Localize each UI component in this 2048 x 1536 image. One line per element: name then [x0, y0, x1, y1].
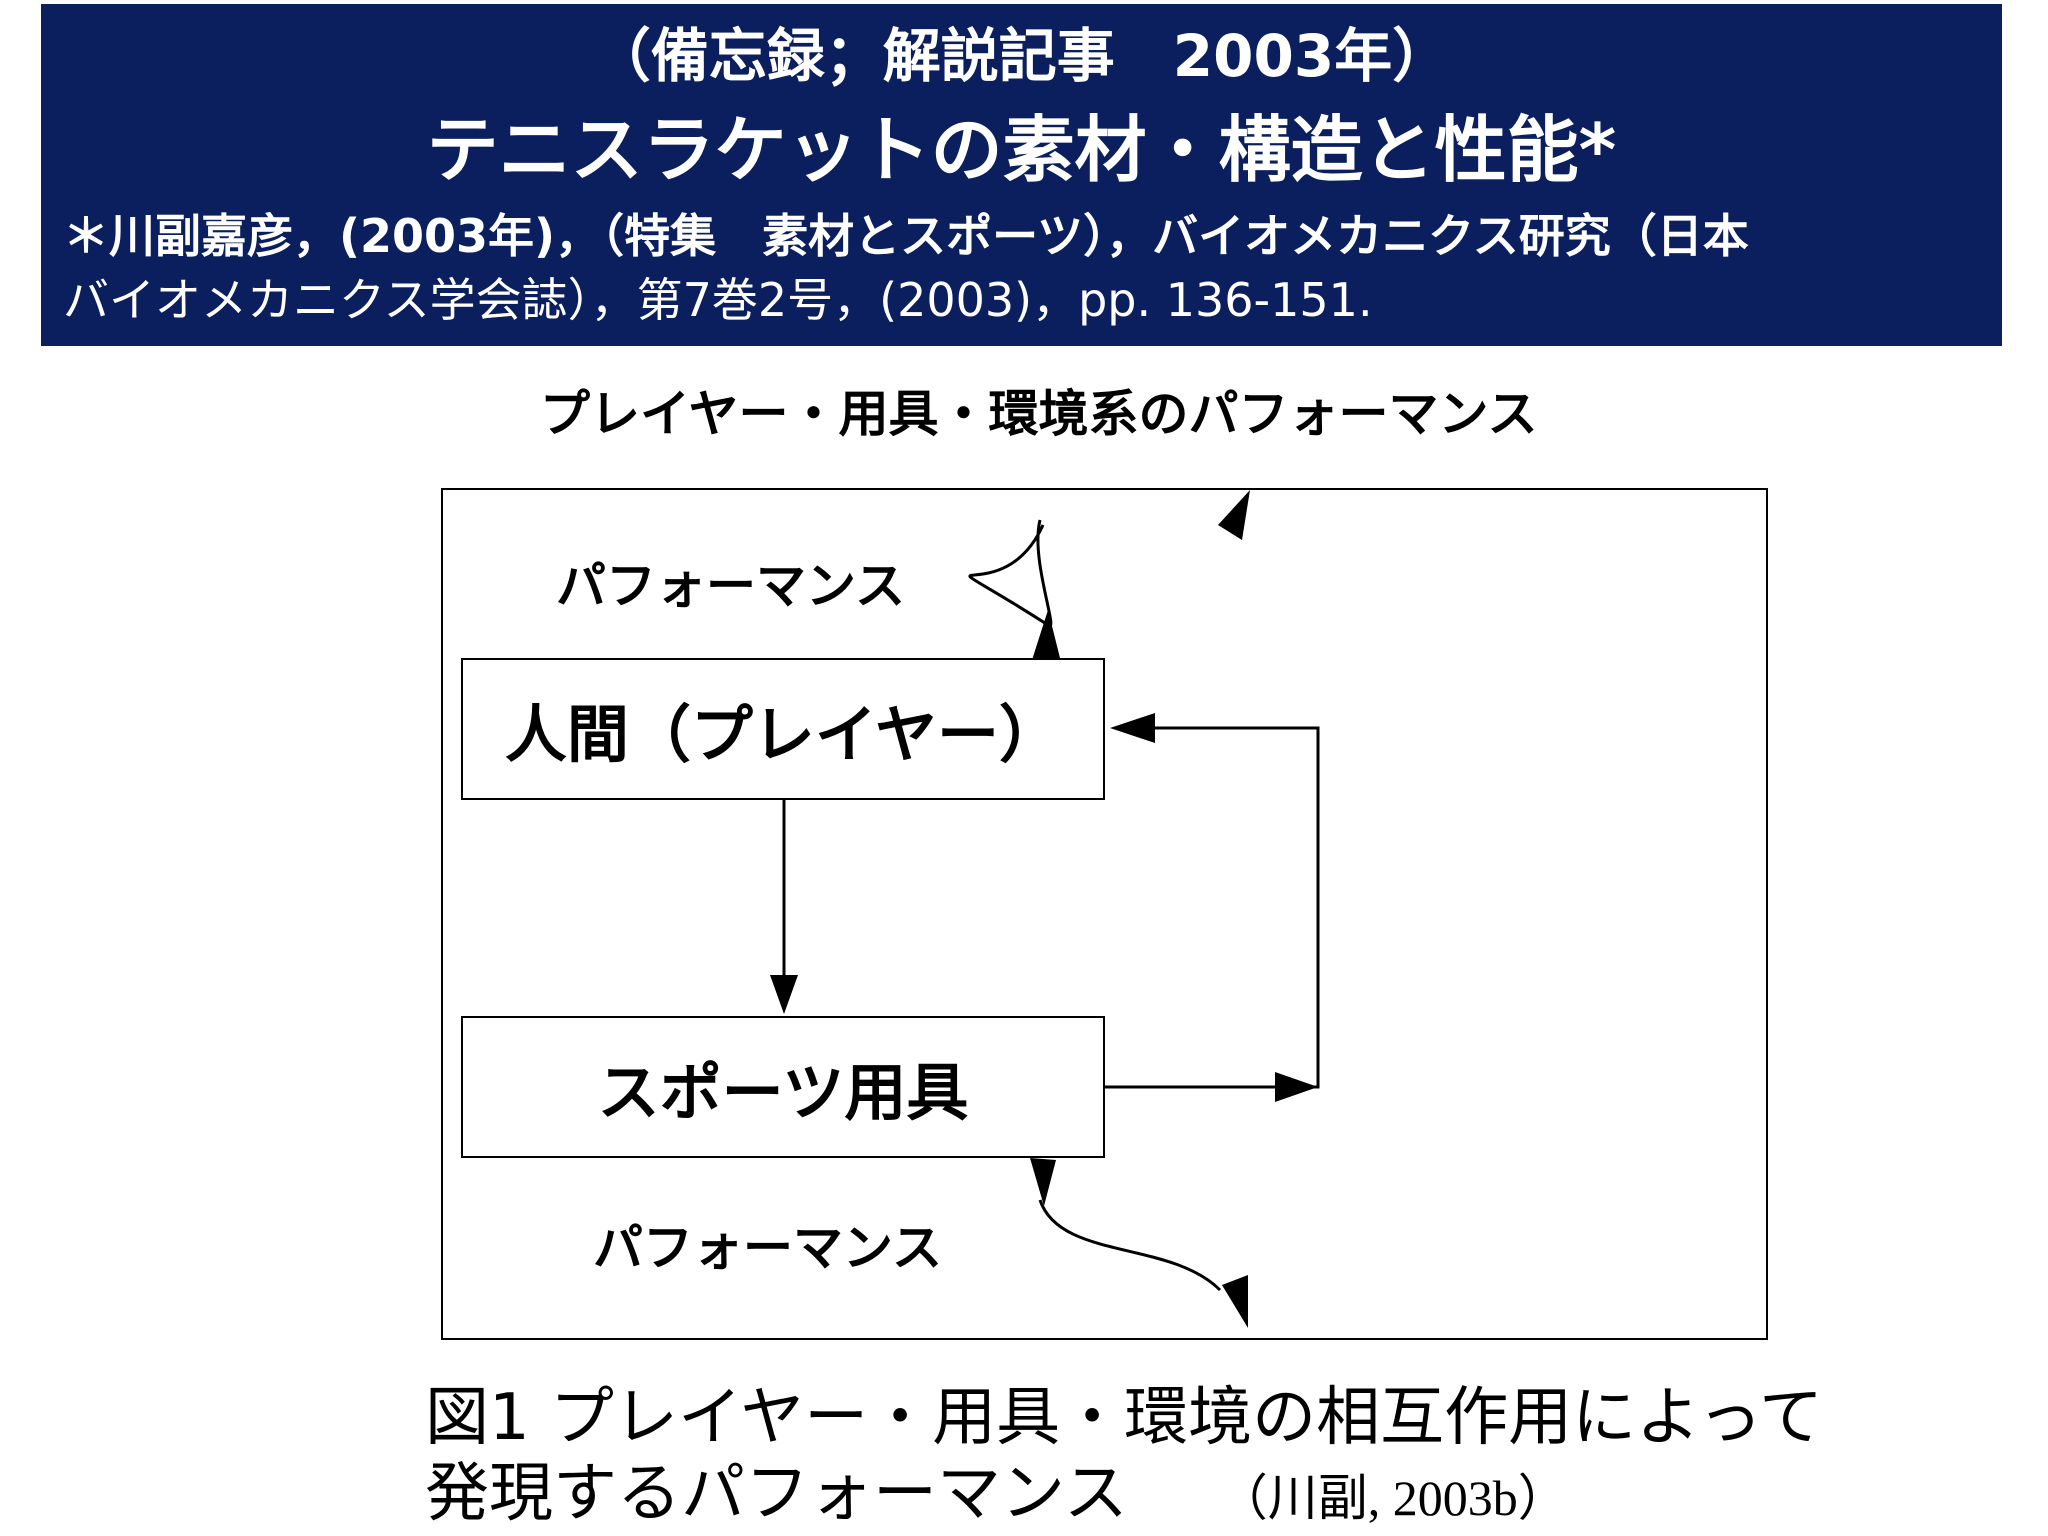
diagram-title: プレイヤー・用具・環境系のパフォーマンス: [540, 385, 1538, 443]
arrowhead-left: [1110, 713, 1155, 743]
caption-line-2-text: 発現するパフォーマンス: [425, 1457, 1128, 1531]
citation-line-2: バイオメカニクス学会誌），第7巻2号，(2003)，pp. 136-151.: [63, 273, 1373, 327]
arrowhead-top-upper: [1218, 490, 1250, 540]
page-title: テニスラケットの素材・構造と性能*: [426, 108, 1617, 192]
header-banner: （備忘録；解説記事 2003年） テニスラケットの素材・構造と性能* ＊川副嘉彦…: [41, 4, 2002, 346]
arrowhead-down: [770, 975, 798, 1014]
performance-label-top: パフォーマンス: [556, 557, 905, 615]
arrowhead-bottom-upper: [1030, 1158, 1056, 1206]
player-node: 人間（プレイヤー）: [461, 658, 1105, 800]
system-frame: [441, 488, 1768, 1340]
equipment-node: スポーツ用具: [461, 1016, 1105, 1158]
arrowhead-top-lower: [1032, 610, 1060, 660]
memo-line: （備忘録；解説記事 2003年）: [592, 22, 1451, 90]
feedback-loop-arrow: [1105, 726, 1320, 1089]
top-performance-arrow: [968, 519, 1053, 628]
citation-line-1: ＊川副嘉彦，(2003年)，（特集 素材とスポーツ），バイオメカニクス研究（日本: [63, 209, 1749, 263]
caption-line-2: 発現するパフォーマンス （川副, 2003b）: [425, 1456, 2005, 1536]
citation: ＊川副嘉彦，(2003年)，（特集 素材とスポーツ），バイオメカニクス研究（日本…: [63, 204, 1983, 332]
performance-label-bottom: パフォーマンス: [593, 1219, 942, 1277]
arrowhead-right: [1275, 1072, 1318, 1102]
caption-source: （川副, 2003b）: [1217, 1470, 1568, 1526]
caption-line-1: 図1 プレイヤー・用具・環境の相互作用によって: [425, 1381, 1824, 1455]
arrowhead-bottom-lower: [1222, 1275, 1248, 1328]
bottom-performance-arrow: [1038, 1199, 1222, 1292]
figure-caption: 図1 プレイヤー・用具・環境の相互作用によって 発現するパフォーマンス （川副, …: [425, 1380, 2005, 1536]
